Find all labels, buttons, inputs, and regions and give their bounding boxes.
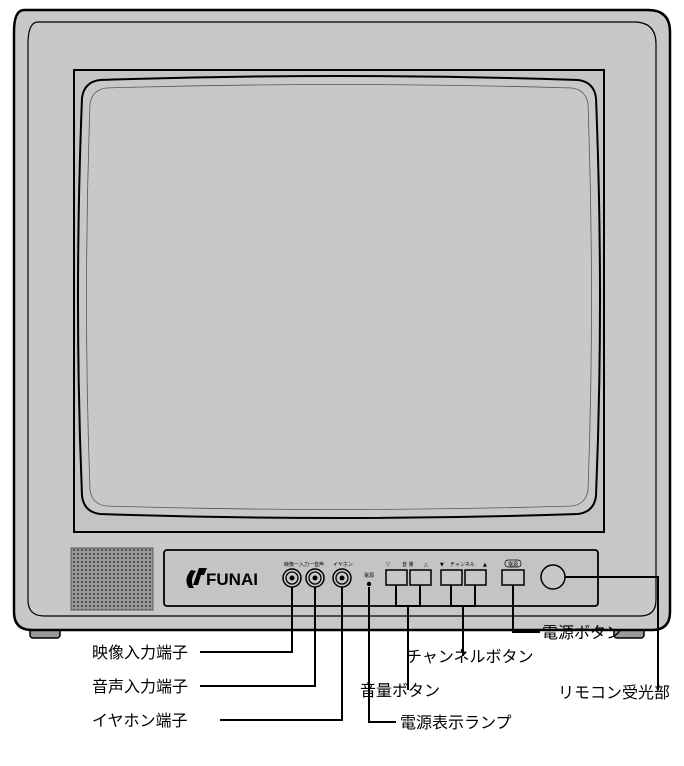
screen — [77, 75, 601, 519]
callout-channel-buttons: チャンネルボタン — [406, 647, 534, 666]
volume-up-symbol: △ — [424, 562, 428, 568]
earphone-jack[interactable] — [332, 568, 352, 588]
volume-up-button[interactable] — [409, 569, 432, 586]
channel-up-button[interactable] — [464, 569, 487, 586]
brand-logo-text: FUNAI — [206, 570, 258, 589]
audio-input-jack[interactable] — [305, 568, 325, 588]
remote-sensor — [540, 564, 566, 590]
channel-panel-label: チャンネル — [450, 562, 475, 568]
channel-up-symbol: ▲ — [483, 562, 487, 568]
power-lamp-panel-label: 電源 — [364, 572, 374, 579]
volume-down-button[interactable] — [385, 569, 408, 586]
speaker-grill — [70, 547, 154, 611]
leader-lines — [200, 576, 659, 723]
callout-audio-input: 音声入力端子 — [92, 677, 188, 696]
callout-remote-sensor: リモコン受光部 — [558, 683, 670, 702]
volume-panel-label: 音 量 — [402, 561, 414, 568]
callout-video-input: 映像入力端子 — [92, 643, 188, 662]
av-input-panel-label: 映像ー入力ー音声 — [284, 561, 324, 568]
power-lamp — [366, 581, 372, 587]
channel-down-button[interactable] — [440, 569, 463, 586]
callout-earphone-jack: イヤホン端子 — [92, 711, 188, 730]
callout-volume-buttons: 音量ボタン — [360, 681, 440, 700]
earphone-panel-label: イヤホン — [333, 562, 353, 568]
power-button[interactable] — [501, 569, 525, 586]
screen-inner-edge — [86, 84, 592, 510]
callout-power-button: 電源ボタン — [542, 623, 622, 642]
volume-down-symbol: ▽ — [386, 562, 390, 568]
power-panel-label: 電源 — [508, 561, 518, 568]
funai-logo: FUNAI — [186, 568, 258, 589]
logo-mark-icon — [186, 568, 207, 588]
callout-power-lamp: 電源表示ランプ — [400, 713, 512, 732]
video-input-jack[interactable] — [282, 568, 302, 588]
channel-down-symbol: ▼ — [440, 562, 444, 568]
